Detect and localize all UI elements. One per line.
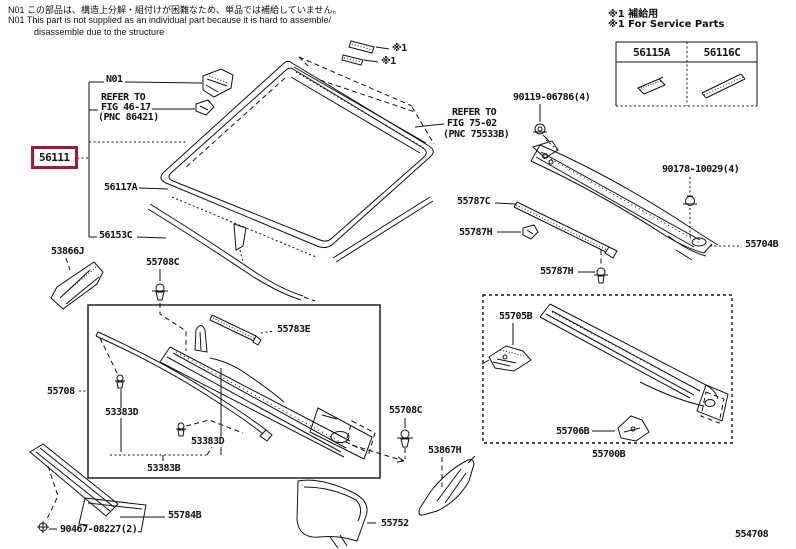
- callout-53866j[interactable]: 53866J: [50, 246, 86, 257]
- windshield-glass-drawing: [160, 60, 434, 263]
- callout-refer-fig-75-02-line2[interactable]: FIG 75-02: [446, 118, 498, 129]
- callout-refer-fig-75-02-line3[interactable]: (PNC 75533B): [442, 129, 511, 140]
- callout-53383b[interactable]: 53383B: [146, 463, 182, 474]
- louver-detail-box: [87, 304, 381, 479]
- service-parts-table-lines: [615, 41, 758, 107]
- callout-service-mark-a[interactable]: ※1: [391, 43, 408, 54]
- callout-55787h-a[interactable]: 55787H: [458, 227, 494, 238]
- callout-55708[interactable]: 55708: [46, 386, 76, 397]
- clip-53383d-b-drawing: [176, 419, 244, 437]
- callout-55704b[interactable]: 55704B: [744, 239, 780, 250]
- callout-56117a[interactable]: 56117A: [103, 182, 139, 193]
- callout-refer-fig-46-17-line1[interactable]: REFER TO: [100, 92, 147, 103]
- service-parts-title-en: ※1 For Service Parts: [608, 19, 725, 30]
- molding-56116c-icon: [701, 73, 742, 94]
- fastener-90178-drawing: [683, 177, 697, 239]
- callout-56111-highlighted[interactable]: 56111: [31, 146, 78, 169]
- seal-55783e-drawing: [209, 314, 275, 346]
- callout-55705b[interactable]: 55705B: [498, 311, 534, 322]
- callout-53383d-a[interactable]: 53383D: [104, 407, 140, 418]
- note-english-1: N01 This part is not supplied as an indi…: [8, 15, 332, 25]
- callout-refer-fig-46-17-line3[interactable]: (PNC 86421): [97, 112, 160, 123]
- service-molding-strips: [341, 40, 390, 66]
- figure-number: 554708: [735, 529, 769, 540]
- seal-55787c-drawing: [494, 201, 618, 259]
- callout-56153c[interactable]: 56153C: [98, 230, 134, 241]
- upper-molding-drawing: [290, 56, 445, 154]
- cowl-top-panel-drawing: [530, 140, 719, 261]
- bracket-55705b-drawing: [481, 323, 532, 372]
- table-header-56115a[interactable]: 56115A: [633, 46, 670, 59]
- callout-refer-fig-75-02-line1[interactable]: REFER TO: [451, 107, 498, 118]
- seal-55784b-drawing: [29, 443, 165, 533]
- callout-53383d-b[interactable]: 53383D: [190, 436, 226, 447]
- fastener-90119-drawing: [533, 104, 561, 153]
- cowl-assy-dashed-box: [482, 294, 733, 444]
- leader-lines-left: [77, 81, 203, 239]
- callout-55708c-bottom[interactable]: 55708C: [388, 405, 424, 416]
- molding-56115a-icon: [637, 78, 666, 95]
- callout-90178-10029[interactable]: 90178-10029(4): [661, 164, 741, 175]
- bracket-55706b-drawing: [592, 415, 650, 442]
- callout-service-mark-b[interactable]: ※1: [380, 56, 397, 67]
- fastener-55708c-top-drawing: [152, 269, 187, 351]
- lower-molding-drawing: [147, 196, 434, 302]
- cowl-louver-drawing: [95, 325, 405, 463]
- callout-55708c-top[interactable]: 55708C: [145, 257, 181, 268]
- clip-55787h-a-drawing: [497, 224, 539, 240]
- callout-55706b[interactable]: 55706B: [555, 426, 591, 437]
- clip-53383d-a-drawing: [99, 337, 125, 452]
- clip-55787h-b-drawing: [578, 250, 608, 284]
- panel-53867h-drawing: [418, 455, 476, 516]
- panel-55752-drawing: [296, 479, 376, 549]
- callout-55787h-b[interactable]: 55787H: [539, 266, 575, 277]
- callout-refer-fig-46-17-line2[interactable]: FIG 46-17: [100, 102, 152, 113]
- service-parts-title-jp: ※1 補給用: [608, 9, 659, 20]
- mirror-base-clip-drawing: [195, 99, 215, 116]
- table-header-56116c[interactable]: 56116C: [703, 46, 741, 59]
- note-english-2: disassemble due to the structure: [34, 27, 165, 37]
- callout-55783e[interactable]: 55783E: [276, 324, 312, 335]
- callout-55700b[interactable]: 55700B: [591, 449, 627, 460]
- cowl-side-panel-53866j-drawing: [50, 257, 104, 310]
- callout-55752[interactable]: 55752: [380, 518, 410, 529]
- cowl-panel-inner-drawing: [539, 303, 729, 424]
- note-japanese: N01 この部品は、構造上分解・組付けが困難なため、単品では補給していません。: [8, 5, 342, 15]
- callout-90119-06786[interactable]: 90119-06786(4): [512, 92, 592, 103]
- callout-53867h[interactable]: 53867H: [427, 445, 463, 456]
- fastener-55708c-bottom-drawing: [397, 418, 413, 459]
- callout-n01[interactable]: N01: [105, 74, 124, 85]
- callout-55784b[interactable]: 55784B: [167, 510, 203, 521]
- n01-bracket-drawing: [202, 68, 234, 98]
- callout-90467-08227[interactable]: 90467-08227(2): [59, 524, 139, 535]
- callout-55787c[interactable]: 55787C: [456, 196, 492, 207]
